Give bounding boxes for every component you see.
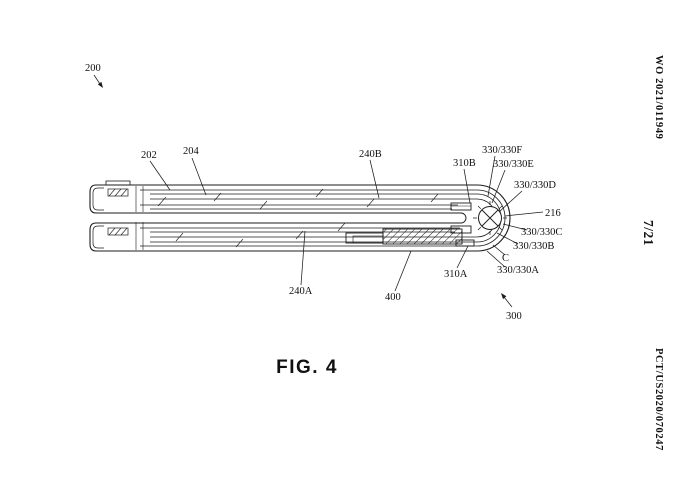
ref-label-330D: 330/330D xyxy=(514,180,556,191)
publication-number: WO 2021/011949 xyxy=(653,55,664,140)
ref-label-200: 200 xyxy=(85,63,101,74)
section-tick-marks xyxy=(157,188,439,248)
leader-lines xyxy=(93,74,544,308)
reference-labels: 200 202 204 240B 310B 330/330F 330/330E … xyxy=(85,63,562,322)
hinge-pivot xyxy=(473,201,507,235)
ref-label-216: 216 xyxy=(545,208,561,219)
ref-label-240A: 240A xyxy=(289,286,313,297)
ref-label-310A: 310A xyxy=(444,269,468,280)
ref-label-300: 300 xyxy=(506,311,522,322)
ref-label-310B: 310B xyxy=(453,158,476,169)
internal-components xyxy=(345,202,475,247)
figure-caption: FIG. 4 xyxy=(276,357,338,378)
ref-label-330F: 330/330F xyxy=(482,145,522,156)
sheet-number: 7/21 xyxy=(641,220,656,247)
ref-label-330A: 330/330A xyxy=(497,265,539,276)
ref-label-204: 204 xyxy=(183,146,200,157)
ref-label-C: C xyxy=(502,253,509,264)
device-outline xyxy=(89,180,511,252)
application-number: PCT/US2020/070247 xyxy=(653,348,664,451)
display-layers xyxy=(140,189,506,247)
ref-label-240B: 240B xyxy=(359,149,382,160)
ref-label-330C: 330/330C xyxy=(521,227,562,238)
ref-label-330B: 330/330B xyxy=(513,241,554,252)
ref-label-330E: 330/330E xyxy=(493,159,534,170)
leader-arrowheads xyxy=(97,81,507,300)
ref-label-400: 400 xyxy=(385,292,401,303)
ref-label-202: 202 xyxy=(141,150,157,161)
